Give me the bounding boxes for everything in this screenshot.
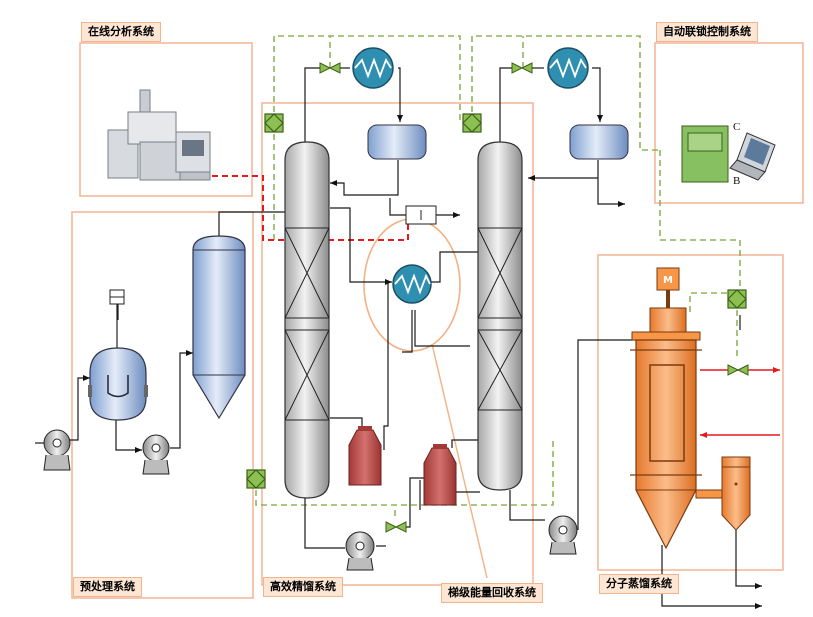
motor-marker: M xyxy=(663,275,673,286)
laptop-icon xyxy=(729,132,776,181)
reflux-drum-1 xyxy=(367,124,427,160)
gas-chromatograph xyxy=(107,89,211,181)
bottoms-pump-1 xyxy=(345,531,375,571)
reflux-drum-2 xyxy=(569,124,629,160)
controller-box-4 xyxy=(727,289,747,309)
online-analysis-frame xyxy=(79,42,253,197)
label-energy-recovery: 梯级能量回收系统 xyxy=(441,583,543,603)
phase-separator xyxy=(405,205,437,225)
controller-boxes xyxy=(246,113,747,489)
feed-pump xyxy=(43,429,71,471)
marker-c: C xyxy=(733,121,740,133)
control-valves xyxy=(319,62,749,533)
bottoms-pump-2 xyxy=(548,515,578,555)
valve-heating xyxy=(727,364,749,376)
system-frames xyxy=(71,42,804,599)
reaction-kettle xyxy=(88,289,148,421)
auto-interlock-frame xyxy=(654,42,804,204)
label-distillation: 高效精馏系统 xyxy=(263,577,343,597)
analysis-signal-line xyxy=(212,175,409,241)
reboiler-1 xyxy=(348,426,382,486)
condenser-2 xyxy=(547,47,589,89)
feed-storage-tank xyxy=(192,235,246,420)
pretreatment-frame xyxy=(71,211,254,599)
distillation-frame xyxy=(261,102,534,586)
controller-box-3 xyxy=(246,469,266,489)
distillation-column-2 xyxy=(477,141,523,491)
valve-bottoms xyxy=(385,521,407,533)
controller-box-1 xyxy=(264,113,284,133)
valve-condenser-2 xyxy=(511,62,533,74)
label-auto-interlock: 自动联锁控制系统 xyxy=(656,22,758,42)
condenser-1 xyxy=(352,47,394,89)
distillation-column-1 xyxy=(284,141,330,499)
signal-lines xyxy=(255,35,741,520)
transfer-pump xyxy=(142,434,170,475)
label-pretreatment: 预处理系统 xyxy=(73,577,142,597)
plc-controller xyxy=(681,125,729,183)
label-online-analysis: 在线分析系统 xyxy=(81,22,161,42)
controller-box-2 xyxy=(462,113,482,133)
valve-condenser-1 xyxy=(319,62,341,74)
energy-recovery-leader xyxy=(431,343,488,579)
label-molecular: 分子蒸馏系统 xyxy=(599,574,679,594)
molecular-distiller xyxy=(630,267,751,550)
energy-recovery-exchanger xyxy=(392,264,432,304)
marker-b: B xyxy=(733,175,740,187)
process-lines xyxy=(35,67,762,609)
reboiler-2 xyxy=(423,444,457,506)
molecular-frame xyxy=(597,254,784,571)
hot-streams xyxy=(700,367,780,438)
